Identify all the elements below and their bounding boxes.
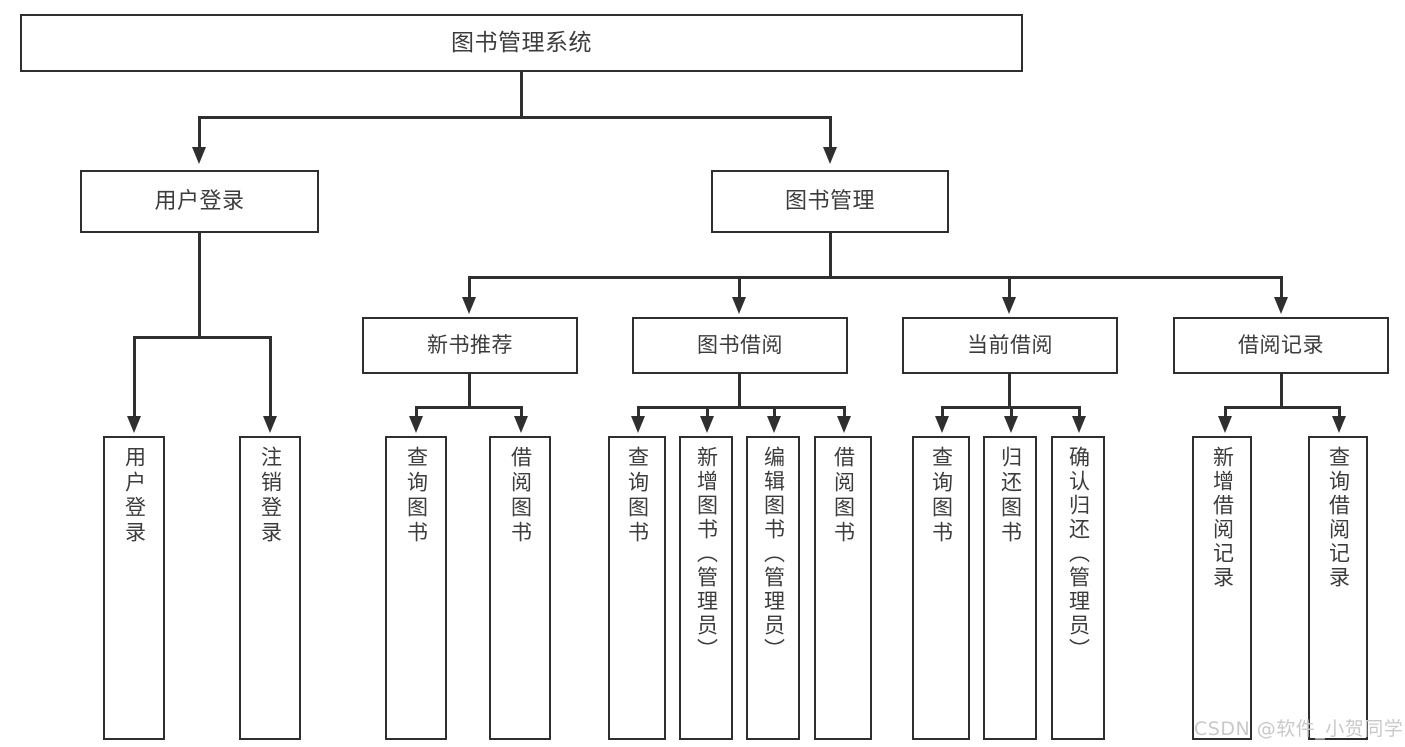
node-book-management[interactable]: 图书管理 [711,170,949,233]
node-user-login[interactable]: 用户登录 [80,170,319,233]
connector-recommend-stem [468,374,471,408]
node-label: 图书管理系统 [451,29,592,56]
connector-current-stem [1008,374,1011,408]
connector-root-to-user-login [198,116,201,149]
node-label: 借阅记录 [1238,332,1324,357]
arrowhead-current-to-leaf-1 [935,416,949,433]
node-label: 图书管理 [784,188,875,214]
leaf-record-query-record[interactable]: 查询借阅记录 [1308,436,1368,740]
connector-root-to-book-mgmt [829,116,832,149]
connector-book-mgmt-to-borrow [738,276,741,299]
arrowhead-borrow-to-leaf-2 [700,416,714,433]
arrowhead-current-to-leaf-3 [1072,416,1086,433]
arrowhead-book-mgmt-to-current [1002,297,1016,314]
node-label: 用户登录 [122,446,147,546]
leaf-borrow-edit-book-admin[interactable]: 编辑图书（管理员） [746,436,800,740]
connector-current-to-leaf-1 [941,406,944,418]
leaf-current-return-book[interactable]: 归还图书 [983,436,1037,740]
connector-book-mgmt-to-current [1008,276,1011,299]
leaf-recommend-query-book[interactable]: 查询图书 [385,436,447,740]
connector-current-to-leaf-3 [1078,406,1081,418]
node-label: 新增图书（管理员） [694,446,719,662]
leaf-recommend-borrow-book[interactable]: 借阅图书 [489,436,551,740]
arrowhead-book-mgmt-to-record [1274,297,1288,314]
connector-record-stem [1280,374,1283,408]
connector-book-mgmt-to-record [1280,276,1283,299]
arrowhead-current-to-leaf-2 [1004,416,1018,433]
arrowhead-borrow-to-leaf-1 [631,416,645,433]
connector-record-to-leaf-1 [1224,406,1227,418]
leaf-borrow-borrow-book[interactable]: 借阅图书 [814,436,872,740]
connector-record-bar [1224,406,1340,409]
arrowhead-root-to-user-login [192,147,206,164]
connector-book-mgmt-stem [829,233,832,278]
arrowhead-borrow-to-leaf-3 [767,416,781,433]
connector-recommend-bar [415,406,523,409]
connector-recommend-to-leaf-2 [520,406,523,418]
arrowhead-book-mgmt-to-recommend [462,297,476,314]
node-root-system[interactable]: 图书管理系统 [20,14,1023,72]
node-label: 注销登录 [258,446,283,546]
leaf-current-confirm-return-admin[interactable]: 确认归还（管理员） [1051,436,1105,740]
node-label: 查询图书 [625,446,650,546]
leaf-record-add-record[interactable]: 新增借阅记录 [1192,436,1252,740]
node-label: 借阅图书 [831,446,856,546]
connector-current-to-leaf-2 [1010,406,1013,418]
node-label: 用户登录 [154,188,245,214]
arrowhead-record-to-leaf-1 [1218,416,1232,433]
connector-borrow-to-leaf-1 [637,406,640,418]
node-label: 新增借阅记录 [1210,446,1235,590]
node-label: 编辑图书（管理员） [761,446,786,662]
connector-user-login-bar [133,336,271,339]
arrowhead-user-login-to-leaf-1 [127,416,141,433]
arrowhead-recommend-to-leaf-2 [514,416,528,433]
arrowhead-recommend-to-leaf-1 [409,416,423,433]
node-label: 确认归还（管理员） [1066,446,1091,662]
arrowhead-book-mgmt-to-borrow [732,297,746,314]
node-label: 查询图书 [929,446,954,546]
node-current-borrow[interactable]: 当前借阅 [902,317,1118,374]
connector-user-login-stem [198,233,201,338]
connector-borrow-to-leaf-3 [773,406,776,418]
leaf-borrow-query-book[interactable]: 查询图书 [608,436,666,740]
node-label: 借阅图书 [508,446,533,546]
node-label: 新书推荐 [427,332,513,357]
connector-borrow-stem [738,374,741,408]
arrowhead-root-to-book-mgmt [823,147,837,164]
connector-recommend-to-leaf-1 [415,406,418,418]
node-label: 查询借阅记录 [1326,446,1351,590]
connector-root-stem [520,72,523,116]
node-borrow-record[interactable]: 借阅记录 [1173,317,1389,374]
leaf-user-login-logout[interactable]: 注销登录 [239,436,301,740]
connector-borrow-bar [637,406,845,409]
connector-book-mgmt-bar [468,276,1283,279]
connector-borrow-to-leaf-2 [706,406,709,418]
node-label: 查询图书 [404,446,429,546]
connector-borrow-to-leaf-4 [843,406,846,418]
arrowhead-borrow-to-leaf-4 [837,416,851,433]
node-book-borrow[interactable]: 图书借阅 [632,317,848,374]
connector-book-mgmt-to-recommend [468,276,471,299]
connector-root-bar [198,116,832,119]
leaf-current-query-book[interactable]: 查询图书 [912,436,970,740]
leaf-borrow-add-book-admin[interactable]: 新增图书（管理员） [679,436,733,740]
arrowhead-record-to-leaf-2 [1332,416,1346,433]
leaf-user-login-login[interactable]: 用户登录 [103,436,165,740]
connector-user-login-to-leaf-2 [269,336,272,418]
connector-record-to-leaf-2 [1338,406,1341,418]
arrowhead-user-login-to-leaf-2 [263,416,277,433]
node-new-book-recommend[interactable]: 新书推荐 [362,317,578,374]
node-label: 当前借阅 [967,332,1053,357]
node-label: 归还图书 [998,446,1023,546]
connector-user-login-to-leaf-1 [133,336,136,418]
node-label: 图书借阅 [697,332,783,357]
